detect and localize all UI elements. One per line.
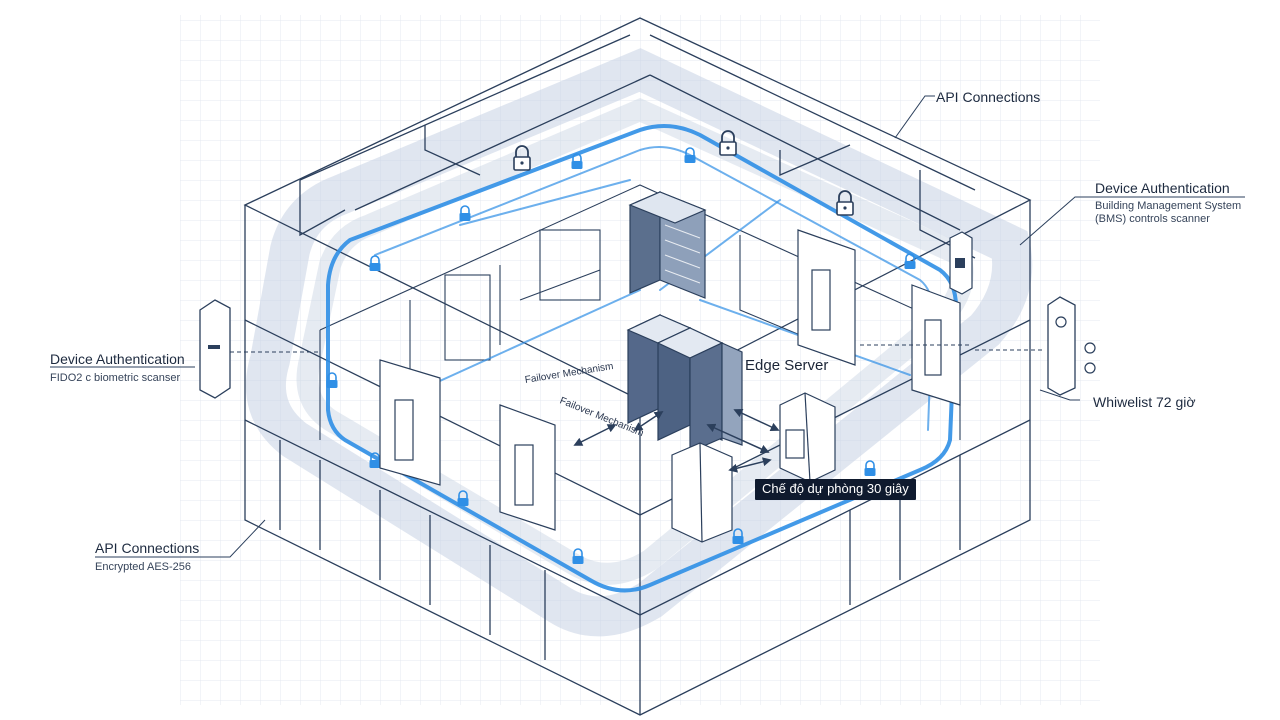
scanner-right xyxy=(1047,296,1096,396)
bms-label-line2: (BMS) controls scanner xyxy=(1095,213,1210,225)
bidirectional-arrow-icon xyxy=(633,411,664,431)
device-auth-right-label: Device Authentication xyxy=(1095,180,1230,196)
biometric-scanner-icon xyxy=(1047,296,1076,396)
encrypted-label: Encrypted AES-256 xyxy=(95,561,192,573)
api-connections-bottom-label: API Connections xyxy=(95,540,200,556)
scanner-left xyxy=(199,299,231,399)
bidirectional-arrow-icon xyxy=(706,423,770,454)
turnstile-gate-icon xyxy=(797,229,856,366)
bidirectional-arrow-icon xyxy=(728,457,772,473)
bms-label-line1: Building Management System xyxy=(1095,200,1242,212)
fingerprint-icon xyxy=(1084,362,1096,374)
bidirectional-arrow-icon xyxy=(733,408,780,432)
fallback-mode-label: Chế độ dự phòng 30 giây xyxy=(755,479,916,500)
turnstile-gate-icon xyxy=(499,404,556,531)
whitelist-label: Whiwelist 72 giờ xyxy=(1093,394,1196,410)
bidirectional-arrow-icon xyxy=(573,424,617,446)
failover-arrows xyxy=(573,408,780,473)
network-devices xyxy=(671,392,836,543)
fido2-label: FIDO2 c biometric scanser xyxy=(50,372,181,384)
access-gates xyxy=(379,229,961,531)
device-auth-left-label: Device Authentication xyxy=(50,351,185,367)
server-rack-icon xyxy=(689,342,743,453)
fingerprint-icon xyxy=(1055,316,1067,328)
callout-leaders xyxy=(50,95,1245,558)
scanner-wall-right xyxy=(949,231,973,295)
api-connections-top-label: API Connections xyxy=(936,89,1041,105)
edge-server-label: Edge Server xyxy=(745,357,829,374)
turnstile-gate-icon xyxy=(911,284,961,406)
server-rack-icon xyxy=(628,191,707,299)
fingerprint-icon xyxy=(1084,342,1096,354)
turnstile-gate-icon xyxy=(379,359,441,486)
